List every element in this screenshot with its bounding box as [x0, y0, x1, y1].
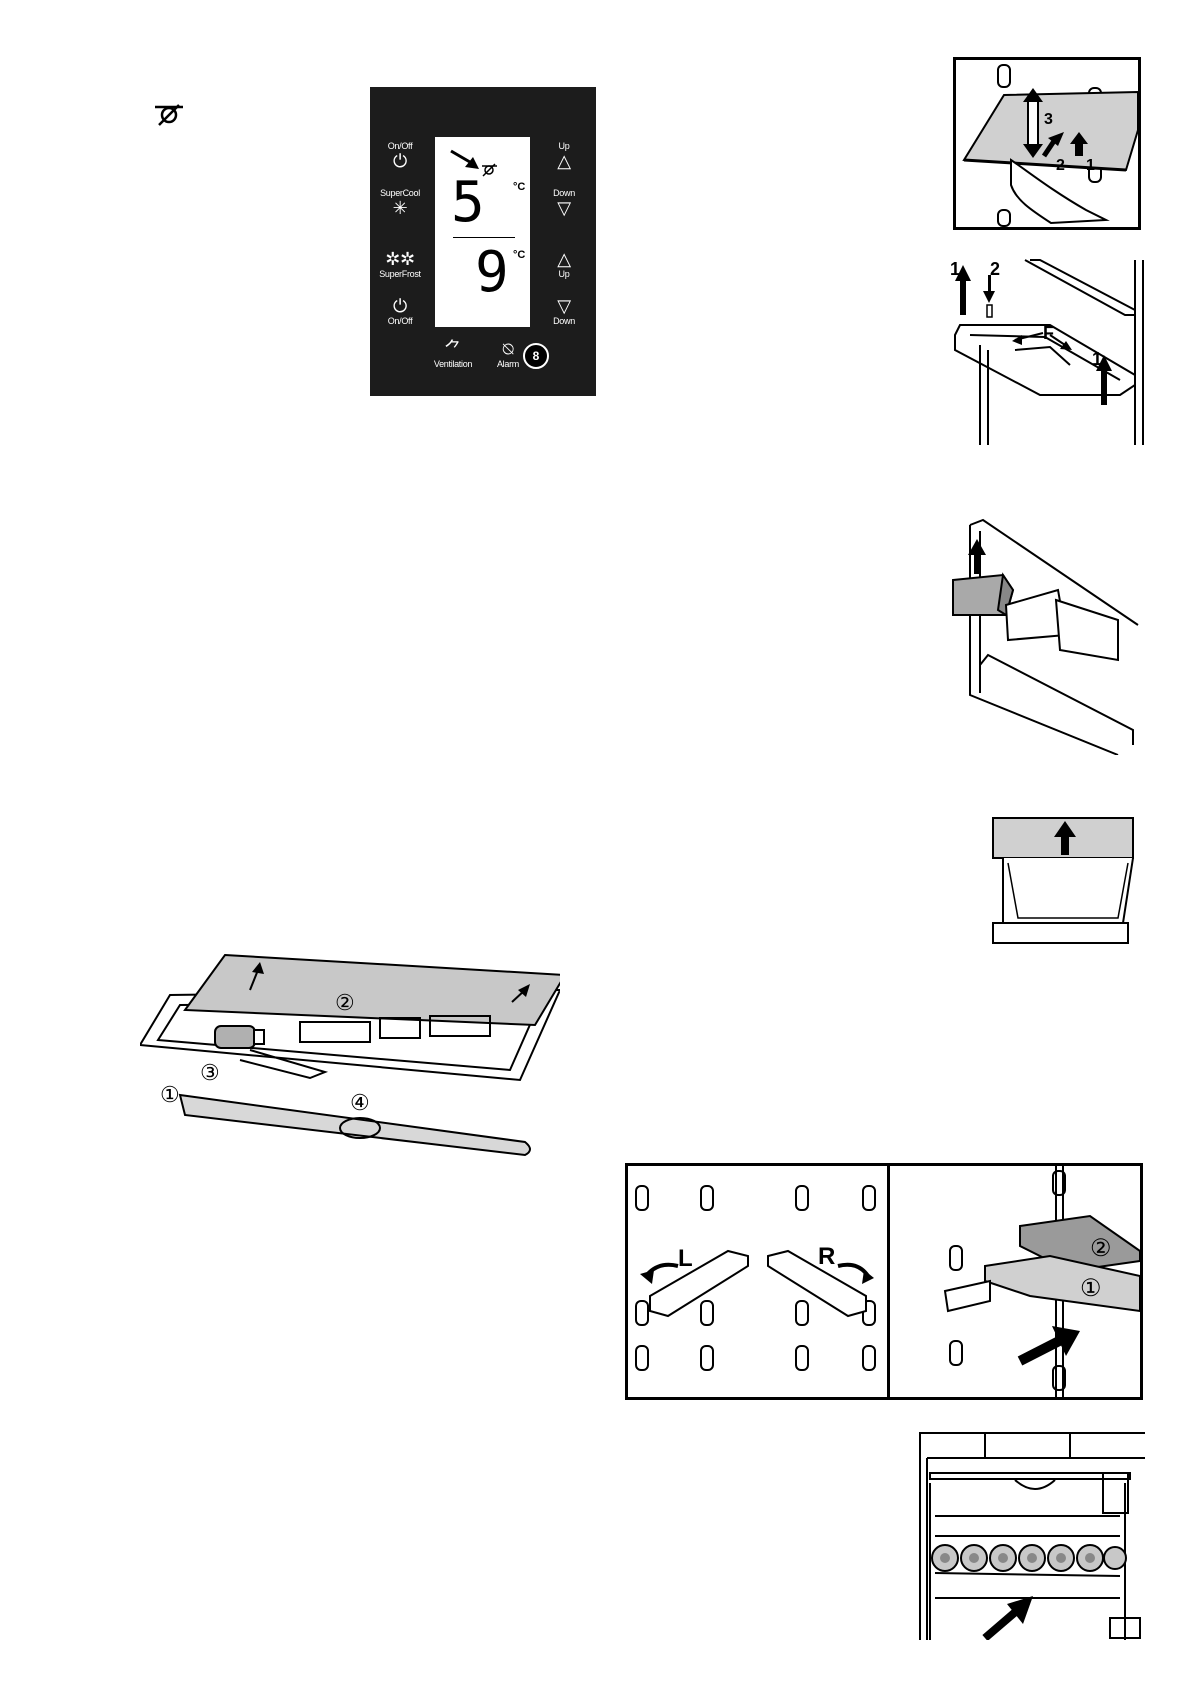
door-compartment-figure — [948, 515, 1143, 755]
triangle-up-icon: △ — [557, 249, 571, 269]
temperature-display: 5 °C 9 °C — [435, 137, 530, 327]
right-label: R — [818, 1243, 835, 1270]
step-label: 1 — [950, 259, 960, 279]
storage-box-figure — [988, 813, 1138, 948]
fridge-down-button[interactable]: Down ▽ — [546, 188, 582, 218]
door-rack-figure: 1 2 F 1 — [950, 255, 1145, 445]
step-label: 2 — [1056, 157, 1065, 174]
alarm-off-icon: ⍉ — [502, 339, 514, 359]
step-label: F — [1043, 323, 1054, 343]
on-off-button[interactable]: ⏻ On/Off — [382, 296, 418, 326]
lower-unit: °C — [513, 249, 526, 261]
step-label: 1 — [1086, 157, 1095, 174]
freezer-up-button[interactable]: △ Up — [546, 249, 582, 279]
lower-temperature: 9 — [475, 240, 509, 305]
upper-unit: °C — [513, 181, 526, 193]
upper-temperature: 5 — [451, 170, 485, 235]
alarm-button[interactable]: ⍉ Alarm — [488, 339, 528, 369]
callout-3: ③ — [200, 1060, 220, 1085]
power-icon: ⏻ — [393, 151, 407, 171]
callout-1: ① — [160, 1082, 180, 1107]
step-label: 2 — [990, 259, 1000, 279]
fan-icon: ⺈ — [444, 339, 462, 359]
indicator-arrow-icon — [450, 149, 497, 177]
double-snowflake-icon: ✲✲ — [385, 249, 415, 269]
control-panel: On/Off ⏻ SuperCool ✳ ✲✲ SuperFrost ⏻ On/… — [370, 87, 596, 396]
callout-2: ② — [1090, 1235, 1112, 1262]
panel-divider — [887, 1166, 890, 1397]
triangle-down-icon: ▽ — [557, 296, 571, 316]
snowflake-icon: ✳ — [392, 198, 408, 218]
callout-1: ① — [1080, 1275, 1102, 1302]
ventilation-button[interactable]: ⺈ Ventilation — [428, 339, 478, 369]
display-divider — [453, 237, 515, 238]
step-label: 3 — [1044, 111, 1053, 128]
left-label: L — [678, 1245, 693, 1272]
power-icon: ⏻ — [393, 296, 407, 316]
shelf-removal-figure: 3 2 1 — [953, 57, 1141, 230]
light-unit-figure: ② ① ③ ④ — [140, 950, 560, 1160]
callout-4: ④ — [350, 1090, 370, 1115]
ventilation-off-icon — [155, 101, 183, 129]
fridge-up-button[interactable]: Up △ — [546, 141, 582, 171]
split-shelf-figure: L R ② ① — [625, 1163, 1143, 1400]
freezer-down-button[interactable]: ▽ Down — [546, 296, 582, 326]
on-off-button[interactable]: On/Off ⏻ — [382, 141, 418, 171]
triangle-down-icon: ▽ — [557, 198, 571, 218]
bottle-rack-figure — [915, 1428, 1145, 1640]
step-label: 1 — [1092, 349, 1102, 369]
callout-badge: 8 — [523, 343, 549, 369]
supercool-button[interactable]: SuperCool ✳ — [378, 188, 422, 218]
callout-2: ② — [335, 990, 355, 1015]
superfrost-button[interactable]: ✲✲ SuperFrost — [379, 249, 421, 279]
triangle-up-icon: △ — [557, 151, 571, 171]
